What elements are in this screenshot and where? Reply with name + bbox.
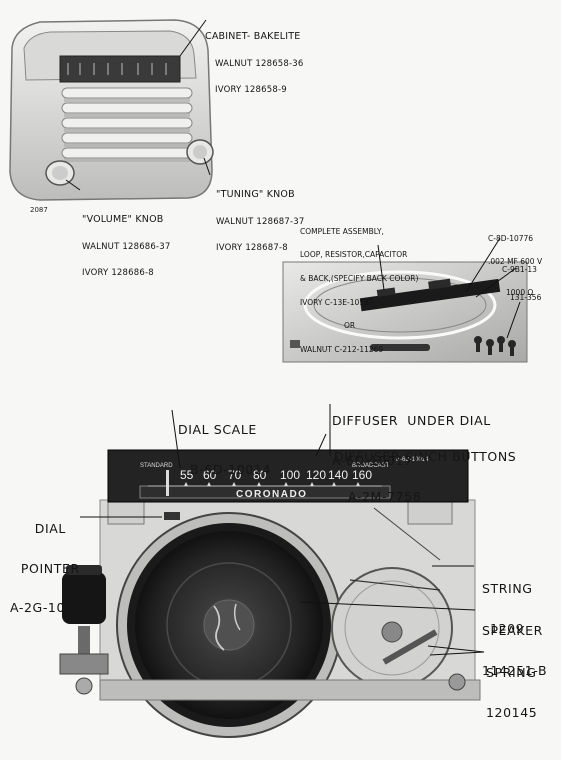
diffuser-cinch-part: A-2M-7758 [348, 488, 422, 504]
assembly-line2: LOOP, RESISTOR,CAPACITOR [300, 250, 408, 260]
dial-pointer-label: DIAL POINTER A-2G-10199 [10, 496, 91, 627]
dial-number-100: 100 [280, 468, 300, 482]
diffuser-label: DIFFUSER UNDER DIAL A-6D-10017 [332, 388, 491, 480]
assembly-line3: & BACK,(SPECIFY BACK COLOR) [300, 274, 419, 283]
leader-lines [65, 19, 521, 656]
diffuser-part: A-6D-10017 [332, 452, 413, 468]
dial-scale-part: B-6D-10014 [190, 461, 271, 477]
dial-pointer-line2: POINTER [20, 560, 80, 576]
dial-pointer-line1: DIAL [34, 521, 66, 537]
clip-part-label: 131-356 [510, 293, 542, 302]
spring-label: SPRING 120145 [486, 640, 537, 732]
radio-cabinet-photo [9, 19, 214, 201]
string-name: STRING [482, 581, 533, 597]
string-label: STRING 1209 [482, 556, 533, 648]
capacitor-part: C-8D-10776 [488, 233, 534, 243]
cabinet-walnut: WALNUT 128658-36 [215, 58, 304, 69]
dial-standard-text: STANDARD [140, 463, 173, 469]
speaker-label: SPEAKER 114251-B [482, 598, 547, 690]
volume-knob-ivory: IVORY 128686-8 [82, 268, 154, 279]
assembly-line1: COMPLETE ASSEMBLY, [300, 226, 384, 236]
diffuser-cinch-label: DIFFUSER CINCH BUTTONS A-2M-7758 [334, 424, 516, 516]
assembly-ivory: IVORY C-13E-10195 [300, 297, 374, 307]
dial-marker [257, 482, 261, 486]
dial-number-60: 60 [203, 468, 217, 482]
resistor-value: 1000 Ω [506, 288, 534, 298]
assembly-walnut: WALNUT C-212-11269 [300, 344, 384, 354]
dial-number-140: 140 [328, 468, 348, 482]
assembly-label: COMPLETE ASSEMBLY, LOOP, RESISTOR,CAPACI… [300, 212, 418, 362]
speaker-name: SPEAKER [482, 623, 543, 639]
dial-number-80: 80 [253, 468, 267, 482]
string-part: 1209 [490, 620, 525, 636]
tuning-knob-walnut: WALNUT 128687-37 [216, 216, 305, 227]
spring-part: 120145 [486, 704, 538, 720]
dial-marker [207, 482, 211, 486]
photo-number: 2087 [30, 206, 48, 214]
dial-number-55: 55 [180, 468, 194, 482]
assembly-or: OR [344, 321, 356, 331]
tuning-knob-ivory: IVORY 128687-8 [216, 243, 288, 254]
dial-marker [332, 482, 336, 486]
cabinet-title: CABINET- BAKELITE [205, 30, 301, 42]
dial-number-160: 160 [352, 468, 372, 482]
dial-marker [310, 482, 314, 486]
dial-broadcast-text: BROADCAST [352, 463, 390, 469]
capacitor-label: C-8D-10776 .002 MF 600 V [488, 219, 542, 274]
dial-marker [356, 482, 360, 486]
speaker-part: 114251-B [482, 662, 548, 678]
dial-pointer-part: A-2G-10199 [10, 600, 91, 615]
chassis-photo: STANDARD BROADCAST B-6D-10014 55 60 70 80 10… [59, 449, 481, 738]
dial-small-code: B-6D-10014 [396, 457, 429, 463]
resistor-part: C-9B1-13 [502, 264, 537, 274]
resistor-label: C-9B1-13 1000 Ω [502, 250, 537, 305]
volume-knob-walnut: WALNUT 128686-37 [82, 241, 171, 252]
cabinet-ivory: IVORY 128658-9 [215, 85, 287, 96]
dial-number-70: 70 [228, 468, 242, 482]
diffuser-name: DIFFUSER UNDER DIAL [332, 413, 491, 429]
dial-marker [232, 482, 236, 486]
spring-name: SPRING [486, 665, 537, 681]
back-assembly-photo [282, 261, 528, 363]
dial-marker [284, 482, 288, 486]
volume-knob-label: "VOLUME" KNOB WALNUT 128686-37 IVORY 128… [82, 197, 171, 287]
cabinet-label: CABINET- BAKELITE WALNUT 128658-36 IVORY… [205, 14, 304, 104]
tuning-knob-title: "TUNING" KNOB [216, 188, 295, 200]
dial-scale-name: DIAL SCALE [178, 422, 257, 438]
tuning-knob-label: "TUNING" KNOB WALNUT 128687-37 IVORY 128… [216, 172, 305, 262]
dial-scale-label: DIAL SCALE B-6D-10014 [178, 397, 271, 489]
volume-knob-title: "VOLUME" KNOB [82, 213, 164, 225]
capacitor-value: .002 MF 600 V [488, 257, 543, 267]
dial-brand-text: CORONADO [236, 489, 307, 500]
dial-marker [184, 482, 188, 486]
dial-number-120: 120 [306, 468, 326, 482]
diffuser-cinch-name: DIFFUSER CINCH BUTTONS [334, 449, 517, 465]
